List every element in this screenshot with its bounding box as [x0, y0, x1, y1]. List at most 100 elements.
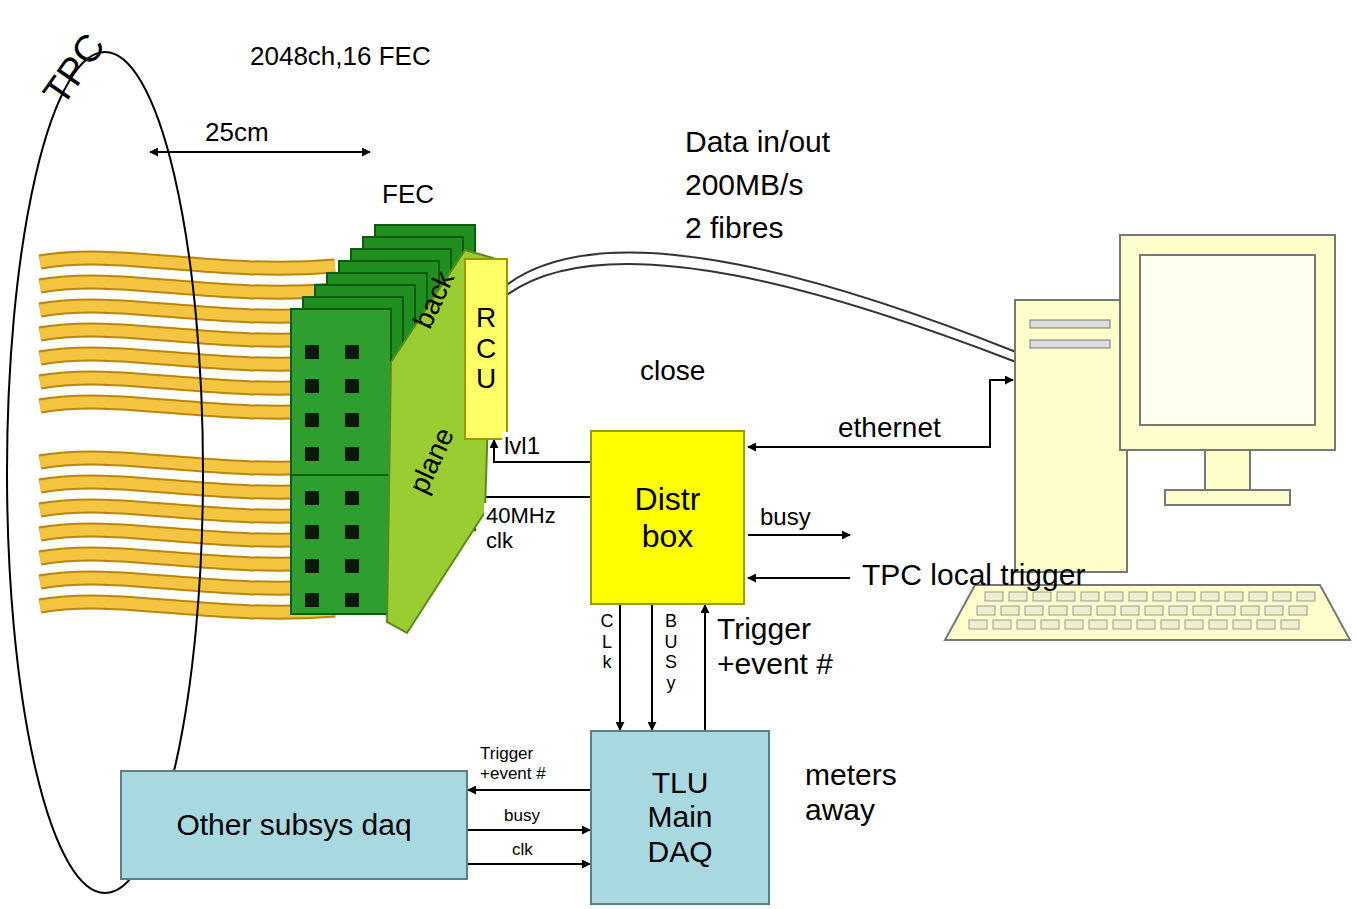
chip: [305, 379, 319, 393]
key: [1153, 592, 1171, 601]
trigger-wire: [748, 577, 850, 579]
key: [1265, 606, 1283, 615]
annotation-label: 25cm: [205, 118, 269, 148]
chip: [305, 559, 319, 573]
chip: [345, 593, 359, 607]
cable-outline: [40, 258, 335, 268]
node-label: RCU: [472, 303, 500, 395]
monitor-base: [1165, 490, 1290, 505]
cable-outline: [40, 282, 335, 292]
flat-cable: [40, 282, 335, 292]
key: [1201, 592, 1219, 601]
text-holder: Other subsys daq: [176, 808, 411, 843]
signal-label: lvl1: [502, 432, 542, 460]
key: [1169, 606, 1187, 615]
ethernet-wire: [748, 380, 1013, 447]
keyboard: [945, 585, 1350, 640]
node-label: Other subsys daq: [176, 808, 411, 843]
annotation-label: busy: [760, 503, 811, 531]
box-outline: [591, 731, 769, 904]
key: [1025, 606, 1043, 615]
key: [1281, 620, 1299, 629]
key: [1145, 606, 1163, 615]
chip: [345, 345, 359, 359]
annotation-label: ethernet: [838, 412, 941, 444]
daq-box: Other subsys daq: [120, 770, 468, 880]
key: [993, 620, 1011, 629]
signal-connector: [468, 789, 590, 791]
annotation-label: 2048ch,16 FEC: [250, 42, 431, 72]
signal-connector: [619, 605, 621, 730]
key: [969, 620, 987, 629]
key: [1225, 592, 1243, 601]
text-holder: RCU: [472, 303, 500, 395]
annotation-label: TPC local trigger: [862, 558, 1085, 593]
key: [1073, 606, 1091, 615]
monitor-stand: [1205, 450, 1250, 490]
node-label: TPC: [35, 26, 114, 113]
key: [1161, 620, 1179, 629]
annotation-label: close: [640, 355, 705, 387]
fibre: [498, 264, 1016, 362]
tpc-ellipse: TPC: [5, 50, 205, 895]
key: [1129, 592, 1147, 601]
chip: [305, 447, 319, 461]
signal-label: 40MHz clk: [484, 503, 573, 554]
fec-card: [291, 309, 391, 614]
computer-tower: [1015, 300, 1127, 572]
key: [1081, 592, 1099, 601]
flat-cable: [40, 258, 335, 268]
chip: [345, 447, 359, 461]
key: [1233, 620, 1251, 629]
node-outline: [5, 50, 205, 895]
key: [1273, 592, 1291, 601]
key: [1241, 606, 1259, 615]
annotation-label: 200MB/s: [685, 168, 803, 203]
tpc-outline: [7, 52, 203, 893]
drive-slot: [1030, 320, 1110, 328]
box-outline: [465, 259, 507, 439]
tlu-box: TLU Main DAQ: [590, 730, 770, 905]
key: [1049, 606, 1067, 615]
annotation-label: meters away: [805, 758, 925, 827]
key: [1193, 606, 1211, 615]
key: [1209, 620, 1227, 629]
signal-label: CLk: [596, 611, 618, 673]
key: [977, 606, 995, 615]
chip: [345, 559, 359, 573]
signal-label: BUSy: [660, 611, 682, 694]
signal-label: clk: [510, 840, 535, 860]
key: [1105, 592, 1123, 601]
key: [1113, 620, 1131, 629]
chip: [345, 525, 359, 539]
node-label: TLU Main DAQ: [630, 766, 730, 870]
key: [1041, 620, 1059, 629]
box-outline: [591, 431, 744, 604]
signal-label: Trigger +event #: [715, 612, 859, 681]
key: [1001, 606, 1019, 615]
key: [1009, 592, 1027, 601]
key: [1017, 620, 1035, 629]
signal-connector: [651, 605, 653, 730]
monitor-screen: [1140, 255, 1315, 425]
key: [1185, 620, 1203, 629]
annotation-label: 2 fibres: [685, 211, 783, 246]
chip: [345, 379, 359, 393]
key: [1177, 592, 1195, 601]
text-holder: TLU Main DAQ: [630, 766, 730, 870]
key: [1289, 606, 1307, 615]
dimension-arrow: [150, 151, 370, 153]
keyboard-keys: [969, 592, 1315, 629]
box-outline: [121, 771, 467, 879]
annotation-label: Data in/out: [685, 125, 830, 160]
signal-label: busy: [502, 806, 542, 826]
chip: [305, 491, 319, 505]
chip: [345, 491, 359, 505]
key: [1033, 592, 1051, 601]
key: [1217, 606, 1235, 615]
key: [1089, 620, 1107, 629]
drive-slot: [1030, 340, 1110, 348]
signal-connector: [468, 829, 590, 831]
key: [1065, 620, 1083, 629]
chip: [305, 413, 319, 427]
